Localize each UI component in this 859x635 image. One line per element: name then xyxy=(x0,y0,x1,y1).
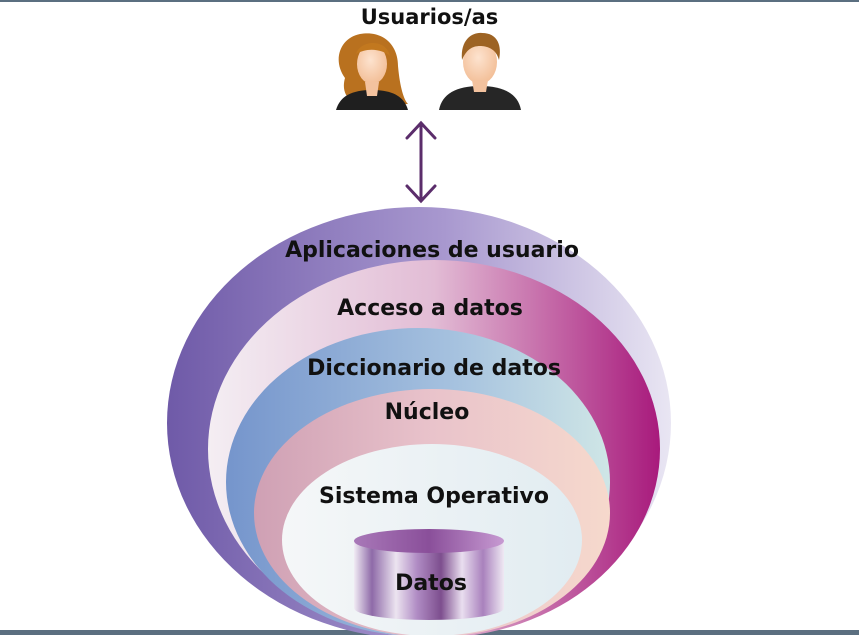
datos-cylinder-icon xyxy=(354,529,504,620)
core-label-datos: Datos xyxy=(395,571,467,596)
man-user-icon xyxy=(439,32,521,110)
layer-label-diccionario: Diccionario de datos xyxy=(307,356,561,381)
users-title: Usuarios/as xyxy=(360,5,499,29)
woman-user-icon xyxy=(336,33,408,110)
bidirectional-arrow xyxy=(405,120,437,204)
layer-label-nucleo: Núcleo xyxy=(385,400,470,425)
layer-label-sistema-operativo: Sistema Operativo xyxy=(319,484,549,509)
layer-label-aplicaciones: Aplicaciones de usuario xyxy=(285,238,579,263)
layer-label-acceso: Acceso a datos xyxy=(337,296,523,321)
